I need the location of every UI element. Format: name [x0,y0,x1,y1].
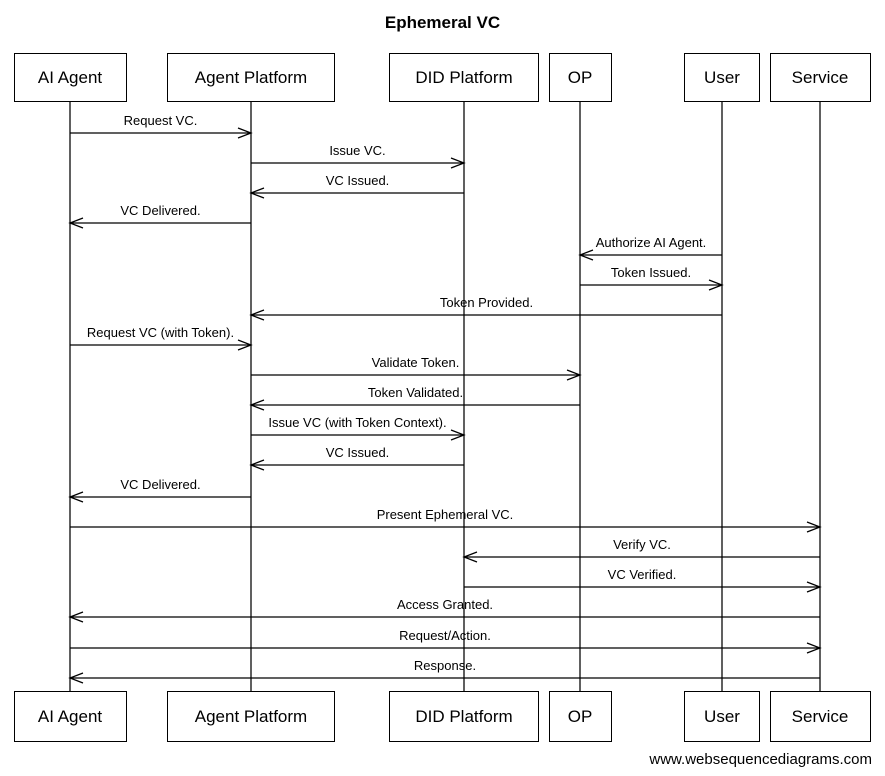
actor-label: User [704,706,740,726]
actor-box-top-did-platform: DID Platform [389,53,539,102]
message-label: VC Delivered. [120,203,201,218]
actor-label: OP [567,706,593,726]
message-arrowhead-left [249,309,265,321]
message-arrowhead-left [68,491,84,503]
message-label: Token Issued. [610,265,692,280]
message-arrowhead-left [68,672,84,684]
actor-box-top-service: Service [769,53,871,102]
actor-label: User [704,67,740,87]
actor-box-bottom-did-platform: DID Platform [389,691,539,742]
actor-box-bottom-agent-platform: Agent Platform [167,691,335,742]
message-label: Issue VC. [329,143,386,158]
message-label: Request VC. [123,113,198,128]
message-arrowhead-right [806,581,822,593]
actor-label: Service [791,67,849,87]
message-arrowhead-right [237,127,253,139]
watermark-link[interactable]: www.websequencediagrams.com [649,751,872,768]
message-arrowhead-left [578,249,594,261]
message-arrowhead-right [708,279,724,291]
message-arrowhead-right [450,157,466,169]
actor-label: DID Platform [415,706,513,726]
message-arrowhead-left [249,187,265,199]
diagram-title: Ephemeral VC [384,13,501,32]
actor-label: DID Platform [415,67,513,87]
message-label: Request VC (with Token). [86,325,235,340]
actor-label: Agent Platform [194,67,308,87]
actor-box-bottom-op: OP [548,691,612,742]
message-arrowhead-left [249,399,265,411]
message-label: Access Granted. [396,597,494,612]
actor-label: AI Agent [37,706,103,726]
message-arrowhead-left [462,551,478,563]
actor-box-top-op: OP [548,53,612,102]
message-label: Validate Token. [371,355,460,370]
message-label: VC Issued. [325,445,390,460]
message-label: VC Verified. [607,567,677,582]
message-arrowhead-right [237,339,253,351]
actor-box-top-agent-platform: Agent Platform [167,53,335,102]
actor-label: Service [791,706,849,726]
message-label: Present Ephemeral VC. [376,507,514,522]
actor-box-top-user: User [684,53,760,102]
message-arrowhead-left [68,217,84,229]
actor-label: OP [567,67,593,87]
message-label: Response. [413,658,477,673]
actor-box-top-ai-agent: AI Agent [13,53,127,102]
actor-label: Agent Platform [194,706,308,726]
message-label: Token Validated. [367,385,464,400]
actor-box-bottom-user: User [684,691,760,742]
message-label: Request/Action. [399,628,491,643]
message-arrowhead-right [566,369,582,381]
message-label: Issue VC (with Token Context). [268,415,447,430]
message-arrowhead-left [68,611,84,623]
message-label: Token Provided. [439,295,534,310]
message-label: Authorize AI Agent. [595,235,707,250]
message-label: VC Delivered. [120,477,201,492]
message-label: Verify VC. [613,537,671,552]
message-arrowhead-right [806,521,822,533]
actor-box-bottom-service: Service [769,691,871,742]
actor-label: AI Agent [37,67,103,87]
message-arrowhead-right [450,429,466,441]
message-arrowhead-right [806,642,822,654]
message-label: VC Issued. [325,173,390,188]
actor-box-bottom-ai-agent: AI Agent [13,691,127,742]
message-arrowhead-left [249,459,265,471]
